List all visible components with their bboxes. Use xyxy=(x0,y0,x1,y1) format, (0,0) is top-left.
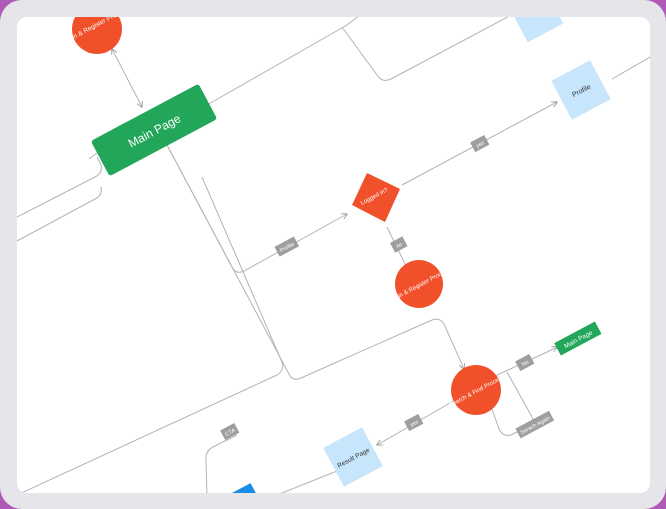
connectors xyxy=(17,17,650,493)
svg-text:yes: yes xyxy=(409,419,420,428)
main-page-node[interactable]: Main Page xyxy=(91,84,217,177)
edge-label-no-search: No xyxy=(515,353,535,372)
edge-label-profile: Profile xyxy=(274,236,300,257)
connector xyxy=(112,49,142,107)
connector xyxy=(20,176,284,493)
connector xyxy=(206,24,348,106)
edge-label-yes-bottom: yes xyxy=(404,413,424,432)
connector xyxy=(611,56,650,80)
search-find-node[interactable]: Search & Find Process xyxy=(448,365,505,415)
main-page-node-small[interactable]: Main Page xyxy=(554,321,602,356)
login-register-node-top[interactable]: Login & Register Process xyxy=(61,17,130,54)
result-page-node[interactable]: Result Page xyxy=(323,427,383,487)
connector xyxy=(205,434,238,493)
page-node-top[interactable] xyxy=(509,17,564,43)
svg-text:No: No xyxy=(521,360,530,369)
connector xyxy=(166,144,464,380)
edge-label-yes-top: yes xyxy=(470,134,490,153)
svg-text:no: no xyxy=(395,242,403,250)
connector xyxy=(17,186,102,242)
connector xyxy=(88,152,98,160)
diagram-canvas: Login & Register Process Main Page Profi… xyxy=(17,17,650,493)
connector xyxy=(280,466,348,493)
edge-label-cta: CTA xyxy=(220,422,240,441)
connector xyxy=(486,394,528,436)
connector xyxy=(166,144,347,273)
login-register-node[interactable]: Login & Register Process xyxy=(389,260,452,308)
logged-in-decision[interactable]: Logged in? xyxy=(352,173,400,222)
connector xyxy=(346,17,359,26)
edge-label-search-again: Serach Again xyxy=(515,410,555,439)
connector xyxy=(17,156,102,218)
connector xyxy=(341,17,509,81)
connector xyxy=(492,347,557,378)
svg-text:yes: yes xyxy=(475,140,486,149)
edge-label-no-mid: no xyxy=(390,236,408,253)
flowchart: Login & Register Process Main Page Profi… xyxy=(17,17,650,493)
connector xyxy=(506,371,534,428)
profile-node[interactable]: Profile xyxy=(551,60,611,120)
svg-text:CTA: CTA xyxy=(224,428,236,438)
page-node-bottom[interactable] xyxy=(231,483,261,493)
